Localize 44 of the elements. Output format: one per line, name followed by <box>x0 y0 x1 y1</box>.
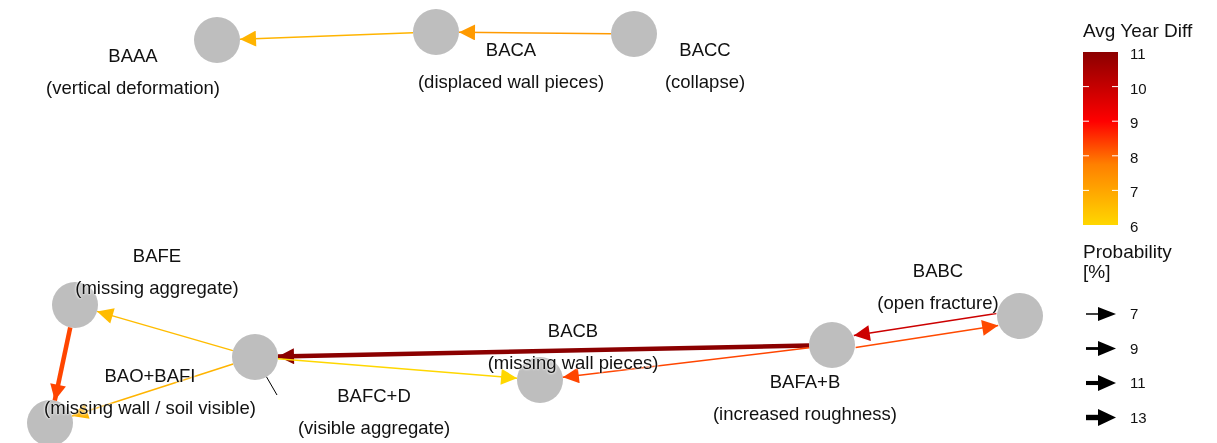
arrow <box>239 30 414 47</box>
node-circle <box>611 11 657 57</box>
node-label: (visible aggregate) <box>297 416 451 440</box>
legend-title: Avg Year Diff <box>1083 20 1193 42</box>
node-circle <box>194 17 240 63</box>
tick-label: 11 <box>1130 45 1146 62</box>
leader-line <box>266 376 278 396</box>
node-label: (missing wall pieces) <box>487 351 659 375</box>
arrow <box>458 24 612 41</box>
node-label: BAFC+D <box>336 384 412 408</box>
node-label: BABC <box>911 259 965 283</box>
legend-label: 11 <box>1130 374 1146 391</box>
arrow <box>96 308 234 352</box>
node-label: (open fracture) <box>877 291 999 315</box>
node-label: BACA <box>484 38 538 62</box>
node-label: (increased roughness) <box>712 402 898 426</box>
arrow <box>562 347 810 384</box>
tick-label: 10 <box>1130 79 1147 97</box>
legend-label: 7 <box>1130 305 1139 322</box>
tick-label: 7 <box>1130 183 1139 201</box>
arrow <box>854 319 999 349</box>
legend-label: 9 <box>1130 339 1139 357</box>
tick-label: 6 <box>1130 218 1139 235</box>
node-label: (displaced wall pieces) <box>417 70 605 94</box>
node-circle <box>997 293 1043 339</box>
arrow <box>277 358 518 385</box>
node-label: BACC <box>678 38 732 62</box>
arrow <box>50 327 73 401</box>
tick-label: 8 <box>1130 148 1139 166</box>
node-label: BAAA <box>107 44 159 68</box>
arrow <box>277 343 810 365</box>
node-circle <box>232 334 278 380</box>
legend-title: Probability [%] <box>1083 242 1173 282</box>
legend-label: 13 <box>1130 408 1147 426</box>
node-label: BAFA+B <box>768 370 842 394</box>
node-label: (vertical deformation) <box>46 76 220 100</box>
tick-label: 9 <box>1130 114 1139 132</box>
node-circle <box>413 9 459 55</box>
node-label: (missing aggregate) <box>75 276 239 300</box>
node-circle <box>809 322 855 368</box>
node-label: (collapse) <box>664 70 746 94</box>
node-label: BACB <box>546 319 600 343</box>
node-label: BAO+BAFI <box>103 364 197 388</box>
node-label: BAFE <box>131 244 183 268</box>
